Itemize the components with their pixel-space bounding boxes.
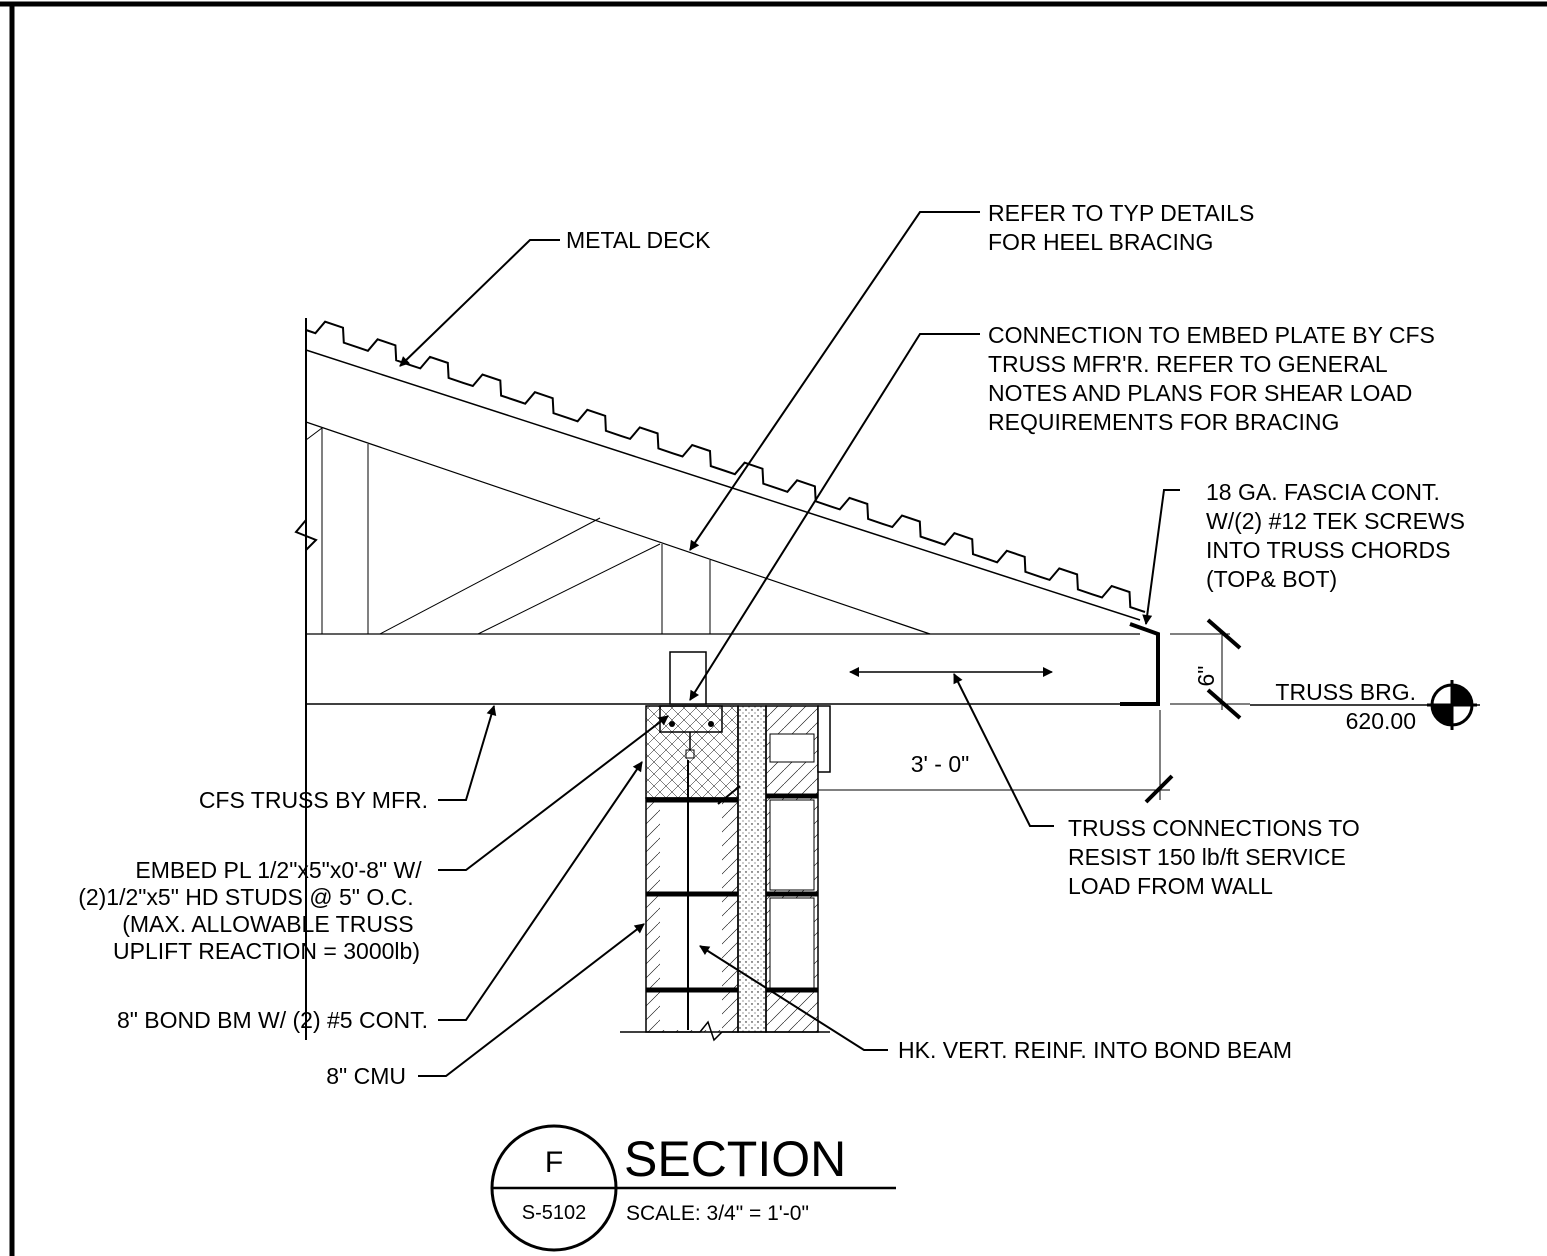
dimension-length-label: 3' - 0": [911, 751, 970, 777]
dimension-height-label: 6": [1193, 666, 1219, 687]
section-title: SECTION: [624, 1131, 846, 1187]
note-truss-connections: TRUSS CONNECTIONS TO RESIST 150 lb/ft SE…: [1068, 815, 1366, 899]
section-title-block: F S-5102 SECTION SCALE: 3/4" = 1'-0": [490, 1124, 896, 1252]
note-embed-plate: EMBED PL 1/2"x5"x0'-8" W/ (2)1/2"x5" HD …: [78, 857, 428, 964]
section-scale: SCALE: 3/4" = 1'-0": [626, 1202, 809, 1225]
dimension-3ft: 3' - 0": [818, 710, 1174, 804]
elevation-marker: TRUSS BRG. 620.00: [1250, 679, 1480, 734]
dimension-6in: 6": [1170, 618, 1250, 720]
note-vert-reinf: HK. VERT. REINF. INTO BOND BEAM: [898, 1037, 1292, 1063]
note-fascia: 18 GA. FASCIA CONT. W/(2) #12 TEK SCREWS…: [1206, 479, 1471, 592]
fascia: [1120, 622, 1160, 706]
note-metal-deck: METAL DECK: [566, 227, 711, 253]
elevation-value: 620.00: [1346, 708, 1416, 734]
metal-deck: [305, 320, 1146, 613]
cfs-truss: [294, 318, 1141, 1040]
note-cfs-truss: CFS TRUSS BY MFR.: [199, 787, 428, 813]
note-bond-beam: 8" BOND BM W/ (2) #5 CONT.: [117, 1007, 428, 1033]
note-heel-bracing: REFER TO TYP DETAILS FOR HEEL BRACING: [988, 200, 1261, 255]
leaders: [399, 211, 1180, 1077]
elevation-label: TRUSS BRG.: [1275, 679, 1416, 705]
detail-id: F: [545, 1146, 563, 1179]
sheet-number: S-5102: [522, 1202, 587, 1224]
note-embed-connection: CONNECTION TO EMBED PLATE BY CFS TRUSS M…: [988, 322, 1441, 435]
cmu-wall: [620, 705, 831, 1042]
note-cmu: 8" CMU: [326, 1063, 406, 1089]
